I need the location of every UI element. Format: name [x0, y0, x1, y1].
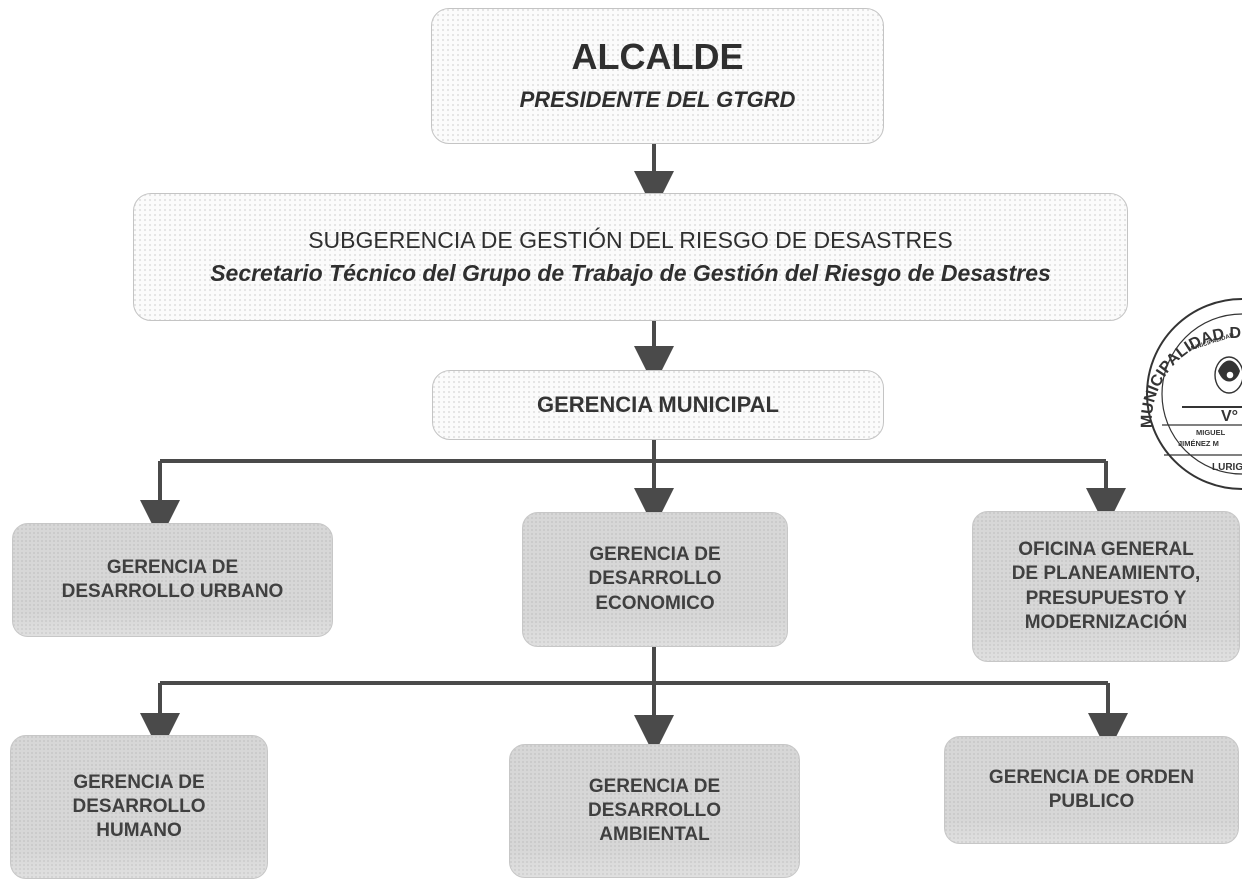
- planeamiento-line-4: MODERNIZACIÓN: [1024, 611, 1188, 633]
- alcalde-box: ALCALDE PRESIDENTE DEL GTGRD: [431, 8, 884, 144]
- subgerencia-subtitle: Secretario Técnico del Grupo de Trabajo …: [210, 260, 1051, 286]
- alcalde-title: ALCALDE: [571, 36, 744, 78]
- gerencia-municipal-title: GERENCIA MUNICIPAL: [537, 391, 779, 417]
- official-stamp: MUNICIPALIDAD DE MUNICIPALIDAD V° MIGUEL…: [1134, 293, 1242, 493]
- planeamiento-line-1: OFICINA GENERAL: [1018, 538, 1194, 560]
- stamp-name-line-2: JIMÉNEZ M: [1178, 439, 1219, 448]
- desarrollo-economico-box: GERENCIA DE DESARROLLO ECONOMICO: [522, 512, 788, 647]
- orden-publico-box: GERENCIA DE ORDEN PUBLICO: [944, 736, 1239, 844]
- stamp-inner-ring: [1161, 313, 1242, 475]
- desarrollo-ambiental-line-2: DESARROLLO: [588, 799, 721, 821]
- subgerencia-box: SUBGERENCIA DE GESTIÓN DEL RIESGO DE DES…: [133, 193, 1128, 321]
- planeamiento-line-3: PRESUPUESTO Y: [1025, 587, 1187, 609]
- desarrollo-humano-line-3: HUMANO: [96, 820, 182, 842]
- desarrollo-urbano-line-1: GERENCIA DE: [106, 556, 239, 578]
- planeamiento-box: OFICINA GENERAL DE PLANEAMIENTO, PRESUPU…: [972, 511, 1240, 662]
- stamp-name-line-1: MIGUEL: [1196, 428, 1226, 437]
- desarrollo-economico-line-2: DESARROLLO: [588, 568, 722, 590]
- desarrollo-ambiental-line-3: AMBIENTAL: [599, 824, 710, 846]
- desarrollo-ambiental-line-1: GERENCIA DE: [588, 775, 721, 797]
- stamp-name-line-3: LURIG: [1212, 462, 1242, 473]
- desarrollo-humano-box: GERENCIA DE DESARROLLO HUMANO: [10, 735, 268, 879]
- orden-publico-line-2: PUBLICO: [1048, 791, 1135, 812]
- orden-publico-line-1: GERENCIA DE ORDEN: [988, 766, 1195, 788]
- stamp-outer-ring: [1146, 298, 1242, 490]
- gerencia-municipal-box: GERENCIA MUNICIPAL: [432, 370, 884, 440]
- alcalde-subtitle: PRESIDENTE DEL GTGRD: [519, 86, 796, 112]
- desarrollo-humano-line-2: DESARROLLO: [72, 795, 206, 817]
- desarrollo-urbano-line-2: DESARROLLO URBANO: [61, 581, 284, 602]
- stamp-vb-text: V°: [1221, 408, 1238, 425]
- desarrollo-urbano-box: GERENCIA DE DESARROLLO URBANO: [12, 523, 333, 637]
- subgerencia-title: SUBGERENCIA DE GESTIÓN DEL RIESGO DE DES…: [308, 226, 953, 253]
- stamp-graphic: MUNICIPALIDAD DE MUNICIPALIDAD V° MIGUEL…: [1134, 293, 1242, 490]
- desarrollo-humano-line-1: GERENCIA DE: [73, 771, 205, 793]
- desarrollo-economico-line-1: GERENCIA DE: [589, 544, 721, 566]
- planeamiento-line-2: DE PLANEAMIENTO,: [1011, 563, 1201, 585]
- desarrollo-ambiental-box: GERENCIA DE DESARROLLO AMBIENTAL: [509, 744, 800, 878]
- desarrollo-economico-line-3: ECONOMICO: [595, 592, 715, 614]
- crest-icon: [1214, 356, 1242, 394]
